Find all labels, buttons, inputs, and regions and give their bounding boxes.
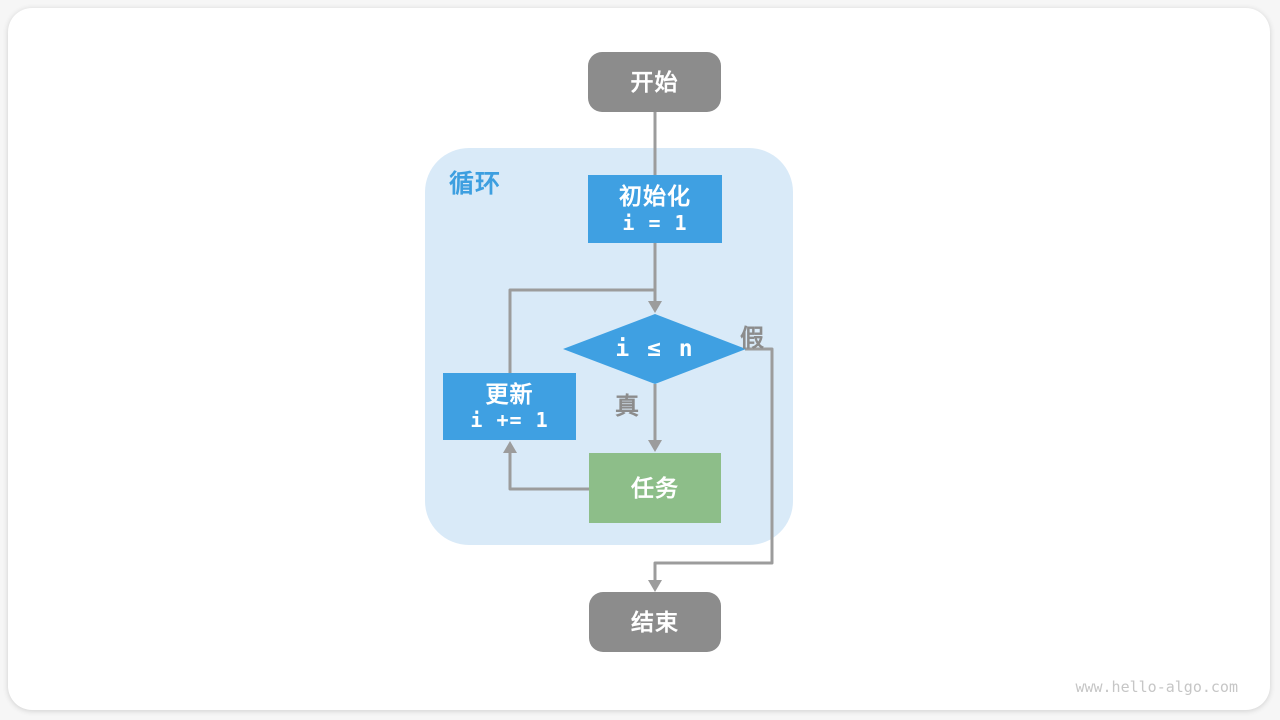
node-init-label: 初始化 [619, 183, 691, 210]
node-end-label: 结束 [631, 608, 679, 635]
node-end: 结束 [589, 592, 721, 652]
node-update-code: i += 1 [470, 408, 549, 433]
condition-diamond [563, 314, 746, 384]
branch-false-label: 假 [740, 325, 764, 352]
site-watermark: www.hello-algo.com [1075, 678, 1238, 696]
node-init: 初始化 i = 1 [588, 175, 722, 243]
node-start-label: 开始 [630, 68, 679, 95]
condition-label: i ≤ n [615, 336, 695, 362]
node-task: 任务 [589, 453, 721, 523]
arrowhead-into-end [648, 580, 662, 592]
node-init-code: i = 1 [622, 210, 688, 235]
arrowhead-into-task [648, 440, 662, 452]
node-task-label: 任务 [631, 474, 679, 501]
edge-condition-false-to-end [653, 347, 774, 580]
edge-update-loopback [508, 288, 656, 373]
arrowhead-into-condition [648, 301, 662, 313]
node-update-label: 更新 [485, 380, 534, 407]
loop-region-label: 循环 [449, 170, 502, 198]
edge-task-to-update [508, 453, 589, 491]
node-update: 更新 i += 1 [443, 373, 576, 440]
branch-true-label: 真 [615, 393, 639, 420]
arrowhead-into-update [503, 441, 517, 453]
node-start: 开始 [588, 52, 721, 112]
